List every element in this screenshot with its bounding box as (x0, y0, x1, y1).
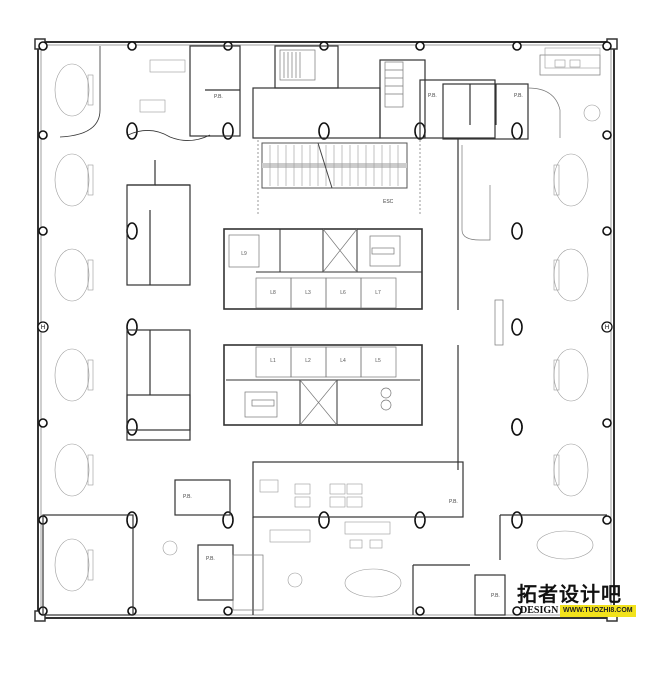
restroom-tag-7: P.B. (491, 593, 500, 599)
stair-top (279, 49, 404, 108)
watermark: 拓者设计吧 DESIGN WWW.TUOZHI8.COM (515, 582, 636, 623)
table-bottom-center (344, 568, 402, 598)
lounge-top-right (139, 47, 601, 122)
hydrant-markers: H H (37, 321, 613, 333)
table-left-2 (54, 153, 94, 207)
table-right-2 (553, 248, 589, 302)
restroom-tag-1: P.B. (214, 94, 223, 100)
table-left-5 (54, 443, 94, 497)
restroom-tag-5: P.B. (206, 556, 215, 562)
left-service-block (126, 160, 191, 441)
elevator-label-l1: L1 (270, 358, 276, 364)
table-left-6 (54, 538, 94, 592)
curved-partition (59, 46, 211, 141)
elevator-label-l3: L3 (305, 290, 311, 296)
table-bottom-right (536, 530, 594, 560)
elevator-label-l9: L9 (241, 251, 247, 257)
escalator-label: ESC (383, 199, 394, 205)
table-right-1 (553, 153, 589, 207)
right-corridor (457, 138, 504, 470)
bottom-office-block (42, 461, 607, 616)
escalators: ESC (257, 140, 421, 215)
restroom-tag-3: P.B. (514, 93, 523, 99)
table-left-1 (54, 63, 94, 117)
elevator-core: L9 L8 L3 L6 L7 L1 L2 L4 L5 (223, 228, 423, 426)
svg-text:H: H (605, 325, 609, 331)
elevator-label-l8: L8 (270, 290, 276, 296)
restroom-tag-6: P.B. (449, 499, 458, 505)
restroom-tag-4: P.B. (183, 494, 192, 500)
watermark-design-text: DESIGN (520, 605, 559, 616)
conference-tables (54, 63, 594, 598)
watermark-cn-text: 拓者设计吧 (517, 582, 622, 606)
elevator-label-l6: L6 (340, 290, 346, 296)
table-left-4 (54, 348, 94, 402)
table-left-3 (54, 248, 94, 302)
elevator-label-l5: L5 (375, 358, 381, 364)
structural-columns (38, 41, 612, 616)
elevator-label-l7: L7 (375, 290, 381, 296)
office-desks (162, 479, 391, 588)
svg-text:H: H (41, 325, 45, 331)
table-right-4 (553, 443, 589, 497)
restroom-tags: P.B. P.B. P.B. P.B. P.B. P.B. P.B. (183, 93, 523, 599)
top-core (189, 45, 496, 139)
top-right-restrooms (442, 54, 601, 140)
table-right-3 (553, 348, 589, 402)
elevator-label-l4: L4 (340, 358, 346, 364)
watermark-url: WWW.TUOZHI8.COM (560, 605, 636, 617)
elevator-label-l2: L2 (305, 358, 311, 364)
restroom-tag-2: P.B. (428, 93, 437, 99)
